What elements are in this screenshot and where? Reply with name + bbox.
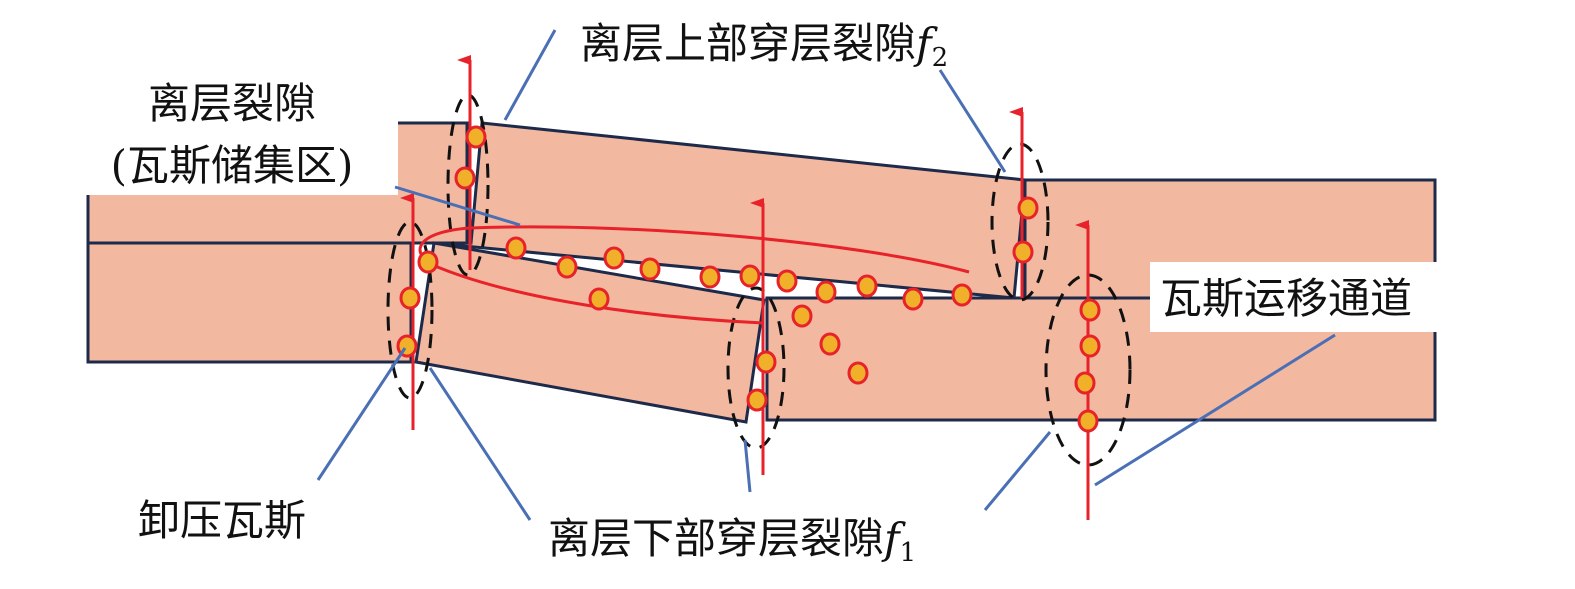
leader-line: [1094, 333, 1336, 487]
gas-particle: [1079, 334, 1101, 358]
gas-storage-zone-label: (瓦斯储集区): [111, 141, 354, 190]
label-background: [0, 60, 398, 195]
leader-lines: [316, 29, 1336, 521]
fracture-zone: [726, 286, 786, 450]
lower-fracture-label: 离层下部穿层裂隙f1: [548, 514, 916, 568]
gas-particle: [588, 287, 610, 311]
rock-strata: [86, 121, 1437, 424]
gas-particle: [1079, 298, 1101, 322]
gas-particle: [902, 287, 924, 311]
gas-particle: [454, 166, 476, 190]
gas-particle: [556, 255, 578, 279]
gas-particle: [1077, 409, 1099, 433]
gas-particle: [856, 274, 878, 298]
gas-particle: [746, 388, 768, 412]
leader-line: [743, 439, 752, 493]
leader-line: [503, 29, 557, 121]
gas-particle: [739, 264, 761, 288]
gas-particle: [1017, 196, 1039, 220]
leader-line: [394, 185, 521, 227]
relieved-gas-label: 卸压瓦斯: [138, 496, 306, 545]
separation-fracture-label: 离层裂隙: [148, 79, 316, 128]
gas-particle: [776, 269, 798, 293]
label-background: [1150, 262, 1480, 332]
gas-particle: [1012, 240, 1034, 264]
gas-particle: [1074, 371, 1096, 395]
gas-particle: [399, 286, 421, 310]
gas-particle: [791, 304, 813, 328]
leader-line: [938, 69, 1007, 173]
migration-channel-label: 瓦斯运移通道: [1160, 274, 1412, 323]
fracture-zone: [1044, 273, 1132, 467]
gas-particle: [847, 361, 869, 385]
fracture-zone: [990, 142, 1050, 302]
gas-particle: [465, 125, 487, 149]
gas-particle: [639, 257, 661, 281]
leader-line: [316, 347, 407, 481]
upper-fracture-label: 离层上部穿层裂隙f2: [580, 19, 948, 73]
gas-particle: [699, 265, 721, 289]
fracture-zone: [386, 220, 434, 400]
lower-left-stratum: [86, 241, 413, 364]
gas-particle: [951, 283, 973, 307]
gas-particle: [755, 350, 777, 374]
gas-particle: [819, 332, 841, 356]
fracture-zone: [446, 93, 490, 277]
gas-particle: [505, 236, 527, 260]
fracture-zones: [386, 93, 1132, 467]
gas-particle: [417, 250, 439, 274]
gas-particle: [603, 246, 625, 270]
gas-particles: [396, 125, 1101, 433]
leader-line: [428, 367, 532, 521]
leader-line: [983, 431, 1052, 511]
gas-particle: [815, 280, 837, 304]
